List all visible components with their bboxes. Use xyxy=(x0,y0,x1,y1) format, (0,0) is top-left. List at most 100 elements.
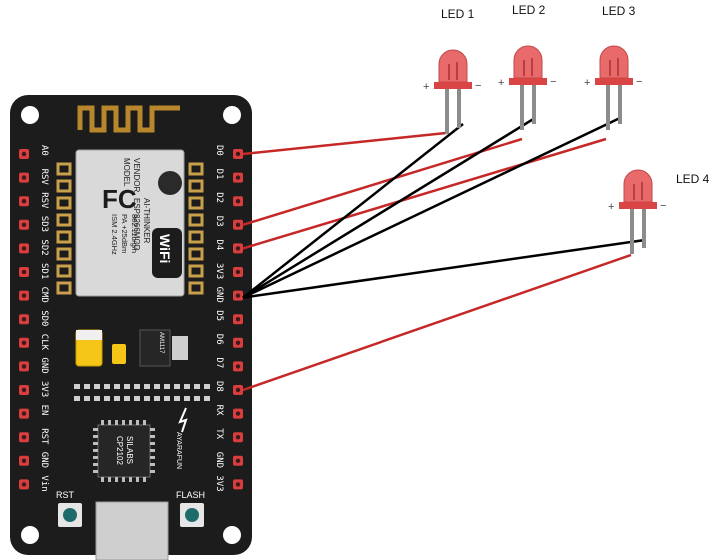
module-vendor-value: AI-THINKER xyxy=(142,198,151,244)
right-pin[interactable]: GND xyxy=(214,452,243,468)
led-minus-sign: − xyxy=(550,76,556,88)
right-pin-label: GND xyxy=(214,452,224,468)
left-pin[interactable]: SD3 xyxy=(19,216,49,232)
right-pin[interactable]: D7 xyxy=(214,357,243,372)
right-pin[interactable]: GND xyxy=(214,287,243,303)
led-cathode-leg xyxy=(618,84,622,124)
led-4: +−LED 4 xyxy=(608,169,710,254)
smd-component xyxy=(154,384,160,389)
right-pin[interactable]: D6 xyxy=(214,334,243,348)
module-pads xyxy=(56,162,204,295)
smd-component-row xyxy=(74,384,210,401)
right-pin[interactable]: D3 xyxy=(214,216,243,230)
smd-component xyxy=(114,384,120,389)
right-pin-label: 3V3 xyxy=(214,263,224,279)
left-pin[interactable]: Vin xyxy=(19,475,49,492)
left-pin[interactable]: CLK xyxy=(19,334,49,351)
led-label: LED 2 xyxy=(512,3,546,17)
mount-hole-bottom-right xyxy=(223,526,241,544)
led-base xyxy=(434,82,472,89)
right-pin-label: D5 xyxy=(214,310,224,321)
module-pad xyxy=(188,162,204,176)
led-plus-sign: + xyxy=(498,77,504,89)
smd-component xyxy=(144,384,150,389)
smd-component xyxy=(164,396,170,401)
right-pin-label: D2 xyxy=(214,192,224,203)
flash-button-cap[interactable] xyxy=(185,508,199,522)
left-pin[interactable]: 3V3 xyxy=(19,381,49,397)
right-pin[interactable]: D1 xyxy=(214,169,243,183)
module-pad xyxy=(188,179,204,193)
smd-component xyxy=(154,396,160,401)
left-pin[interactable]: SD0 xyxy=(19,310,49,326)
left-pin[interactable]: A0 xyxy=(19,145,49,159)
left-pin[interactable]: SD1 xyxy=(19,263,49,279)
smd-component xyxy=(124,396,130,401)
module-standard: 802.11b/g/n xyxy=(130,214,139,253)
right-pin-label: TX xyxy=(214,428,224,439)
left-pin-label: GND xyxy=(39,357,49,373)
left-pin-label: SD3 xyxy=(39,216,49,232)
right-pin-label: GND xyxy=(214,287,224,303)
wires xyxy=(242,116,646,392)
fc-logo: FC xyxy=(102,184,137,214)
chip-pins xyxy=(93,420,155,482)
left-pin[interactable]: SD2 xyxy=(19,239,49,256)
regulator-tab xyxy=(172,336,188,360)
smd-component xyxy=(204,384,210,389)
left-pin[interactable]: RSV xyxy=(19,192,49,209)
left-pin[interactable]: EN xyxy=(19,405,49,419)
right-pin[interactable]: D0 xyxy=(214,145,243,159)
right-pin[interactable]: D2 xyxy=(214,192,243,207)
left-pin[interactable]: RST xyxy=(19,428,49,445)
led-dome xyxy=(599,45,629,79)
right-pin-label: RX xyxy=(214,405,224,416)
right-pin-label: D4 xyxy=(214,239,224,250)
left-pin[interactable]: CMD xyxy=(19,287,49,303)
led-anode-leg xyxy=(445,88,449,134)
smd-component xyxy=(134,396,140,401)
wire-signal xyxy=(242,253,632,392)
left-pin-label: Vin xyxy=(39,475,49,491)
usb-connector xyxy=(95,501,169,560)
right-pin[interactable]: 3V3 xyxy=(214,475,243,492)
smd-component xyxy=(134,384,140,389)
wire-signal xyxy=(242,137,607,250)
right-pin-label: D6 xyxy=(214,334,224,345)
left-pin[interactable]: RSV xyxy=(19,169,49,186)
left-pin[interactable]: GND xyxy=(19,452,49,468)
right-pin[interactable]: 3V3 xyxy=(214,263,243,279)
smd-component xyxy=(194,384,200,389)
wifi-logo xyxy=(152,228,182,278)
left-pin-label: CLK xyxy=(39,334,49,351)
led-plus-sign: + xyxy=(423,81,429,93)
module-pad xyxy=(56,162,72,176)
brand-logo-icon xyxy=(178,407,188,433)
left-pin-label: 3V3 xyxy=(39,381,49,397)
module-pad xyxy=(56,281,72,295)
rst-button-cap[interactable] xyxy=(63,508,77,522)
smd-component xyxy=(164,384,170,389)
led-label: LED 4 xyxy=(676,172,710,186)
brand-text: AYARAFUN xyxy=(175,432,182,469)
smd-component xyxy=(84,384,90,389)
nodemcu-board: FC MODEL VENDOR ESP8266MOD AI-THINKER IS… xyxy=(10,95,252,560)
right-pin-label: D3 xyxy=(214,216,224,227)
led-cathode-leg xyxy=(532,84,536,124)
led-cathode-leg xyxy=(457,88,461,128)
smd-component xyxy=(74,384,80,389)
right-pin[interactable]: D4 xyxy=(214,239,243,254)
led-anode-leg xyxy=(630,208,634,254)
capacitor-band xyxy=(76,330,102,340)
right-pin[interactable]: D8 xyxy=(214,381,243,395)
left-pin[interactable]: GND xyxy=(19,357,49,374)
right-pin[interactable]: TX xyxy=(214,428,243,443)
right-pin[interactable]: RX xyxy=(214,405,243,419)
right-pin[interactable]: D5 xyxy=(214,310,243,325)
led-base xyxy=(619,202,657,209)
led-3: +−LED 3 xyxy=(584,4,642,130)
module-pad xyxy=(56,264,72,278)
chip-silabs: SILABS xyxy=(125,436,134,464)
led-minus-sign: − xyxy=(475,80,481,92)
led-minus-sign: − xyxy=(660,200,666,212)
